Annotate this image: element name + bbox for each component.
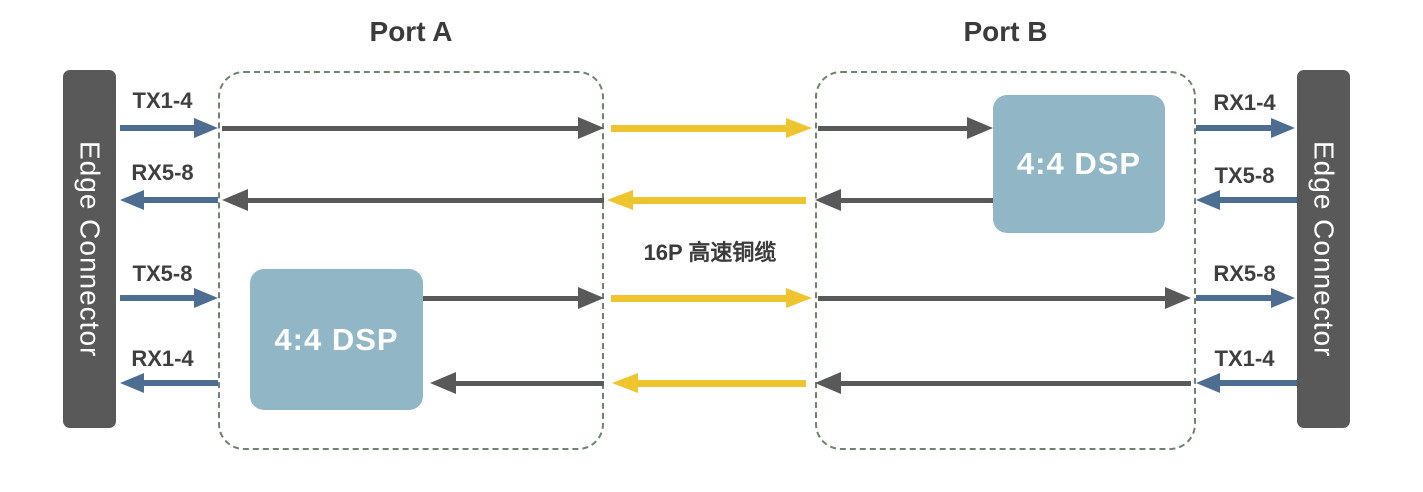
lane2-cable-arrow (607, 189, 806, 211)
lane2-blue-arrow-left (120, 189, 218, 211)
right-lane-label-tx1-4: TX1-4 (1214, 346, 1275, 371)
port-b-box (815, 71, 1196, 450)
dsp-chip-port-b: 4:4 DSP (993, 95, 1165, 233)
lane4-gray-arrow-port-b (815, 372, 1191, 394)
left-edge-connector: Edge Connector (63, 70, 116, 428)
right-edge-connector: Edge Connector (1297, 70, 1350, 428)
lane3-blue-arrow-left (120, 287, 218, 309)
dsp-chip-port-a: 4:4 DSP (250, 269, 423, 410)
port-b-title: Port B (963, 16, 1048, 47)
lane1-cable-arrow (611, 117, 812, 139)
cable-label: 16P 高速铜缆 (643, 240, 777, 265)
lane4-blue-arrow-right (1196, 372, 1297, 394)
lane4-blue-arrow-left (120, 372, 218, 394)
left-lane-label-rx5-8: RX5-8 (131, 160, 194, 185)
lane2-gray-arrow-port-b (815, 189, 993, 211)
left-lane-label-tx1-4: TX1-4 (132, 88, 193, 113)
lane1-gray-arrow-port-b (818, 117, 993, 139)
right-lane-label-rx1-4: RX1-4 (1213, 90, 1276, 115)
lane2-gray-arrow-port-a (222, 189, 604, 211)
lane3-gray-arrow-port-a (423, 287, 604, 309)
dsp-a-label: 4:4 DSP (274, 321, 399, 357)
right-lane-label-tx5-8: TX5-8 (1214, 163, 1275, 188)
lane1-gray-arrow-port-a (222, 117, 604, 139)
lane1-blue-arrow-right (1196, 117, 1295, 139)
lane3-cable-arrow (611, 287, 812, 309)
lane4-gray-arrow-port-a (430, 372, 604, 394)
port-a-title: Port A (369, 16, 453, 47)
lane4-cable-arrow (612, 372, 806, 394)
dsp-b-label: 4:4 DSP (1016, 146, 1142, 181)
right-edge-connector-label: Edge Connector (1308, 140, 1340, 358)
lane1-blue-arrow-left (120, 117, 218, 139)
left-lane-label-rx1-4: RX1-4 (131, 346, 194, 371)
lane2-blue-arrow-right (1196, 189, 1297, 211)
left-lane-label-tx5-8: TX5-8 (132, 261, 193, 286)
lane3-gray-arrow-port-b (818, 287, 1191, 309)
left-edge-connector-label: Edge Connector (74, 140, 106, 358)
right-lane-label-rx5-8: RX5-8 (1213, 261, 1276, 286)
port-a-box (218, 71, 604, 450)
lane3-blue-arrow-right (1196, 287, 1295, 309)
